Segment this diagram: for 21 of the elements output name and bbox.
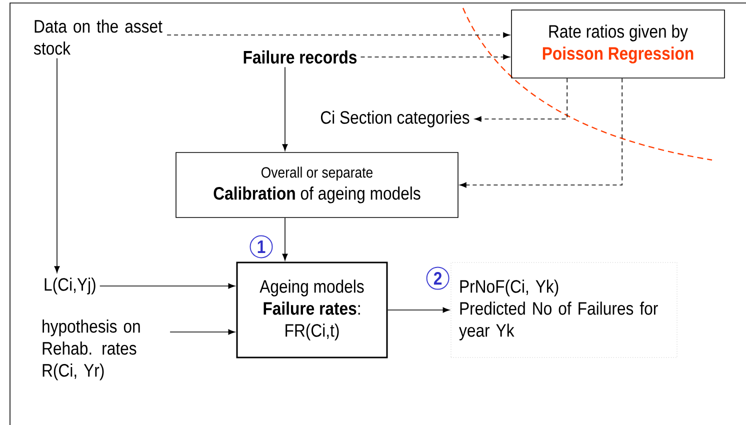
callout-number: 2 <box>426 266 450 290</box>
arrow <box>282 66 288 151</box>
arrow <box>166 32 510 38</box>
text-label: Data on the asset stock <box>34 20 162 55</box>
text-label: L(Ci,Yj) <box>44 278 96 294</box>
text-label: hypothesis on Rehab. rates R(Ci, Yr) <box>42 320 140 380</box>
arrow <box>282 218 288 260</box>
process-box: Rate ratios given by Poisson Regression <box>511 10 725 78</box>
callout-number: 1 <box>250 235 273 258</box>
arrow <box>170 329 235 335</box>
text-label: Ci Section categories <box>320 110 470 128</box>
output-box: PrNoF(Ci, Yk) Predicted No of Failures for year Yk <box>450 262 678 358</box>
arrow <box>99 283 235 289</box>
arrow <box>387 307 450 313</box>
text-label: Failure records <box>244 50 357 64</box>
arrow <box>474 78 568 122</box>
process-box: Ageing models Failure rates: FR(Ci,t) <box>236 262 388 358</box>
arrow <box>460 78 622 188</box>
arrow <box>54 58 60 273</box>
arrow <box>360 54 510 60</box>
process-box: Overall or separate Calibration of ageing models <box>176 152 458 218</box>
